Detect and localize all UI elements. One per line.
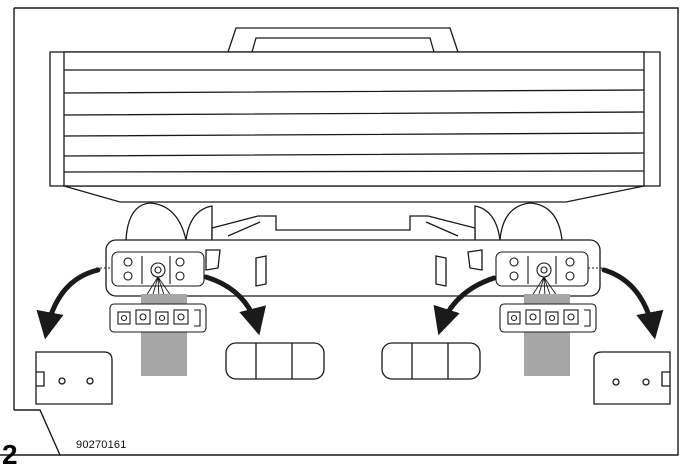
left-outer-removal-arrow — [36, 267, 101, 340]
right-inner-removal-arrow — [433, 275, 497, 336]
right-outer-tail-lamp — [593, 351, 671, 405]
right-inner-tail-lamp — [381, 342, 481, 380]
figure-reference-code: 90270161 — [76, 439, 127, 451]
figure-frame — [0, 7, 679, 456]
right-mounted-connector — [495, 251, 604, 287]
left-mounted-connector — [96, 251, 205, 287]
step-number: 2 — [2, 439, 18, 470]
left-outer-tail-lamp — [35, 351, 113, 405]
right-outer-removal-arrow — [601, 267, 664, 340]
left-inner-removal-arrow — [203, 274, 266, 336]
right-connector-plate — [499, 303, 597, 333]
left-inner-tail-lamp — [225, 342, 325, 380]
removal-arrows — [36, 267, 664, 340]
truck-body — [49, 27, 661, 297]
left-connector-plate — [109, 303, 207, 333]
